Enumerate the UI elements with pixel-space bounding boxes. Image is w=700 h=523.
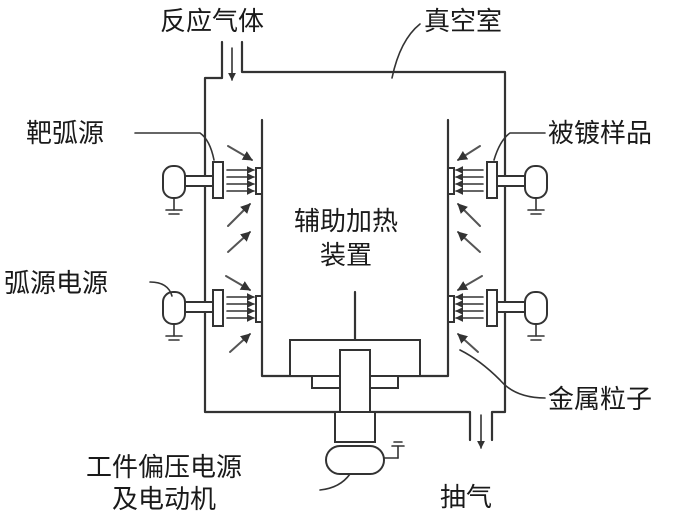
vacuum-chamber-wall	[203, 40, 507, 442]
bias-motor	[325, 441, 405, 475]
arc-power-label: 弧源电源	[4, 269, 108, 299]
arc-source-right-lower	[447, 289, 548, 341]
leader-lines	[134, 23, 546, 491]
aux-heating-label-line1: 辅助加热	[294, 207, 398, 237]
workpiece-bias-label-line1: 工件偏压电源	[86, 453, 242, 483]
vacuum-chamber-label: 真空室	[424, 7, 502, 37]
arc-source-left-lower	[162, 289, 263, 341]
target-arc-source-label: 靶弧源	[26, 119, 104, 149]
coated-sample-label: 被镀样品	[548, 119, 652, 149]
exhaust-label: 抽气	[440, 483, 492, 513]
metal-particles-label: 金属粒子	[548, 385, 652, 415]
drive-shaft	[334, 349, 376, 443]
arc-source-left-upper	[162, 161, 263, 215]
aux-heating-label-line2: 装置	[320, 241, 372, 271]
arc-source-right-upper	[447, 161, 548, 215]
reaction-gas-label: 反应气体	[160, 7, 264, 37]
metal-particle-arrows	[225, 145, 483, 353]
workpiece-bias-label-line2: 及电动机	[112, 485, 216, 515]
